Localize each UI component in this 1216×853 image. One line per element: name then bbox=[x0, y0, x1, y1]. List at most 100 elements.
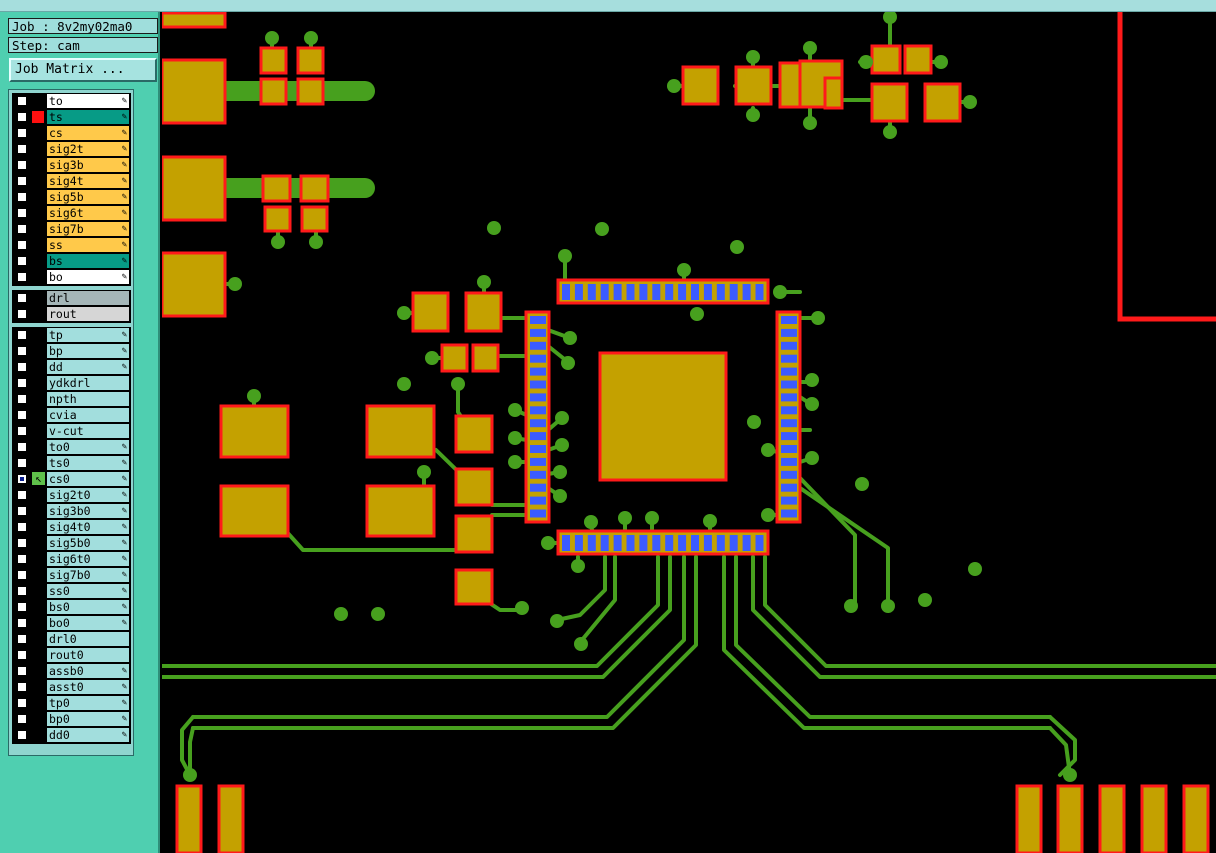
layer-name-label[interactable]: to0✎ bbox=[47, 440, 129, 454]
layer-row-sig2t0[interactable]: sig2t0✎ bbox=[12, 487, 131, 503]
layer-row-rout[interactable]: rout bbox=[12, 306, 131, 322]
layer-row-ss0[interactable]: ss0✎ bbox=[12, 583, 131, 599]
layer-row-sig2t[interactable]: sig2t✎ bbox=[12, 141, 131, 157]
layer-name-label[interactable]: cs0✎ bbox=[47, 472, 129, 486]
layer-v-cut-checkbox[interactable] bbox=[17, 426, 27, 436]
layer-sig3b-checkbox[interactable] bbox=[17, 160, 27, 170]
layer-row-cs0[interactable]: ↖cs0✎ bbox=[12, 471, 131, 487]
layer-row-ts0[interactable]: ts0✎ bbox=[12, 455, 131, 471]
layer-sig4t0-checkbox[interactable] bbox=[17, 522, 27, 532]
layer-dd0-checkbox[interactable] bbox=[17, 730, 27, 740]
layer-name-label[interactable]: cvia bbox=[47, 408, 129, 422]
layer-name-label[interactable]: sig3b✎ bbox=[47, 158, 129, 172]
layer-cs0-checkbox[interactable] bbox=[17, 474, 27, 484]
layer-row-sig3b0[interactable]: sig3b0✎ bbox=[12, 503, 131, 519]
layer-name-label[interactable]: bp✎ bbox=[47, 344, 129, 358]
layer-bs-checkbox[interactable] bbox=[17, 256, 27, 266]
layer-name-label[interactable]: ts0✎ bbox=[47, 456, 129, 470]
layer-name-label[interactable]: sig7b✎ bbox=[47, 222, 129, 236]
layer-name-label[interactable]: ss0✎ bbox=[47, 584, 129, 598]
layer-row-bo0[interactable]: bo0✎ bbox=[12, 615, 131, 631]
layer-name-label[interactable]: ss✎ bbox=[47, 238, 129, 252]
layer-name-label[interactable]: sig6t✎ bbox=[47, 206, 129, 220]
layer-name-label[interactable]: cs✎ bbox=[47, 126, 129, 140]
layer-name-label[interactable]: bo✎ bbox=[47, 270, 129, 284]
layer-row-drl[interactable]: drl bbox=[12, 290, 131, 306]
layer-cs-checkbox[interactable] bbox=[17, 128, 27, 138]
layer-row-sig3b[interactable]: sig3b✎ bbox=[12, 157, 131, 173]
layer-bo-checkbox[interactable] bbox=[17, 272, 27, 282]
layer-row-bs0[interactable]: bs0✎ bbox=[12, 599, 131, 615]
layer-name-label[interactable]: sig5b0✎ bbox=[47, 536, 129, 550]
layer-ydkdrl-checkbox[interactable] bbox=[17, 378, 27, 388]
layer-row-assb0[interactable]: assb0✎ bbox=[12, 663, 131, 679]
layer-name-label[interactable]: ydkdrl bbox=[47, 376, 129, 390]
layer-row-to[interactable]: to✎ bbox=[12, 93, 131, 109]
layer-drl0-checkbox[interactable] bbox=[17, 634, 27, 644]
layer-name-label[interactable]: rout0 bbox=[47, 648, 129, 662]
layer-row-sig5b0[interactable]: sig5b0✎ bbox=[12, 535, 131, 551]
layer-sig7b-checkbox[interactable] bbox=[17, 224, 27, 234]
layer-dd-checkbox[interactable] bbox=[17, 362, 27, 372]
layer-name-label[interactable]: rout bbox=[47, 307, 129, 321]
layer-to-checkbox[interactable] bbox=[17, 96, 27, 106]
layer-sig3b0-checkbox[interactable] bbox=[17, 506, 27, 516]
layer-sig6t-checkbox[interactable] bbox=[17, 208, 27, 218]
layer-name-label[interactable]: sig7b0✎ bbox=[47, 568, 129, 582]
layer-name-label[interactable]: tp0✎ bbox=[47, 696, 129, 710]
layer-ts-checkbox[interactable] bbox=[17, 112, 27, 122]
layer-row-asst0[interactable]: asst0✎ bbox=[12, 679, 131, 695]
layer-row-bp0[interactable]: bp0✎ bbox=[12, 711, 131, 727]
layer-ts0-checkbox[interactable] bbox=[17, 458, 27, 468]
layer-row-dd0[interactable]: dd0✎ bbox=[12, 727, 131, 743]
layer-row-bs[interactable]: bs✎ bbox=[12, 253, 131, 269]
layer-asst0-checkbox[interactable] bbox=[17, 682, 27, 692]
layer-row-v-cut[interactable]: v-cut bbox=[12, 423, 131, 439]
layer-assb0-checkbox[interactable] bbox=[17, 666, 27, 676]
layer-row-sig7b0[interactable]: sig7b0✎ bbox=[12, 567, 131, 583]
layer-to0-checkbox[interactable] bbox=[17, 442, 27, 452]
layer-npth-checkbox[interactable] bbox=[17, 394, 27, 404]
layer-sig7b0-checkbox[interactable] bbox=[17, 570, 27, 580]
layer-ss-checkbox[interactable] bbox=[17, 240, 27, 250]
layer-row-sig6t0[interactable]: sig6t0✎ bbox=[12, 551, 131, 567]
job-matrix-button[interactable]: Job Matrix ... bbox=[9, 58, 157, 82]
layer-row-to0[interactable]: to0✎ bbox=[12, 439, 131, 455]
layer-name-label[interactable]: assb0✎ bbox=[47, 664, 129, 678]
layer-name-label[interactable]: sig2t✎ bbox=[47, 142, 129, 156]
layer-bp0-checkbox[interactable] bbox=[17, 714, 27, 724]
layer-name-label[interactable]: sig2t0✎ bbox=[47, 488, 129, 502]
layer-name-label[interactable]: sig4t✎ bbox=[47, 174, 129, 188]
layer-row-sig5b[interactable]: sig5b✎ bbox=[12, 189, 131, 205]
layer-ss0-checkbox[interactable] bbox=[17, 586, 27, 596]
layer-name-label[interactable]: drl0 bbox=[47, 632, 129, 646]
layer-name-label[interactable]: dd0✎ bbox=[47, 728, 129, 742]
layer-bo0-checkbox[interactable] bbox=[17, 618, 27, 628]
layer-row-cvia[interactable]: cvia bbox=[12, 407, 131, 423]
layer-name-label[interactable]: bp0✎ bbox=[47, 712, 129, 726]
layer-row-cs[interactable]: cs✎ bbox=[12, 125, 131, 141]
layer-name-label[interactable]: drl bbox=[47, 291, 129, 305]
layer-name-label[interactable]: sig6t0✎ bbox=[47, 552, 129, 566]
layer-row-tp[interactable]: tp✎ bbox=[12, 327, 131, 343]
layer-row-tp0[interactable]: tp0✎ bbox=[12, 695, 131, 711]
pcb-canvas[interactable] bbox=[162, 12, 1216, 853]
layer-row-npth[interactable]: npth bbox=[12, 391, 131, 407]
layer-name-label[interactable]: sig4t0✎ bbox=[47, 520, 129, 534]
layer-sig5b-checkbox[interactable] bbox=[17, 192, 27, 202]
layer-name-label[interactable]: asst0✎ bbox=[47, 680, 129, 694]
layer-name-label[interactable]: tp✎ bbox=[47, 328, 129, 342]
layer-row-rout0[interactable]: rout0 bbox=[12, 647, 131, 663]
layer-row-dd[interactable]: dd✎ bbox=[12, 359, 131, 375]
layer-row-sig4t0[interactable]: sig4t0✎ bbox=[12, 519, 131, 535]
layer-rout0-checkbox[interactable] bbox=[17, 650, 27, 660]
layer-sig4t-checkbox[interactable] bbox=[17, 176, 27, 186]
layer-tp-checkbox[interactable] bbox=[17, 330, 27, 340]
layer-sig6t0-checkbox[interactable] bbox=[17, 554, 27, 564]
layer-name-label[interactable]: sig3b0✎ bbox=[47, 504, 129, 518]
layer-rout-checkbox[interactable] bbox=[17, 309, 27, 319]
layer-row-sig7b[interactable]: sig7b✎ bbox=[12, 221, 131, 237]
layer-cvia-checkbox[interactable] bbox=[17, 410, 27, 420]
layer-sig2t-checkbox[interactable] bbox=[17, 144, 27, 154]
layer-drl-checkbox[interactable] bbox=[17, 293, 27, 303]
